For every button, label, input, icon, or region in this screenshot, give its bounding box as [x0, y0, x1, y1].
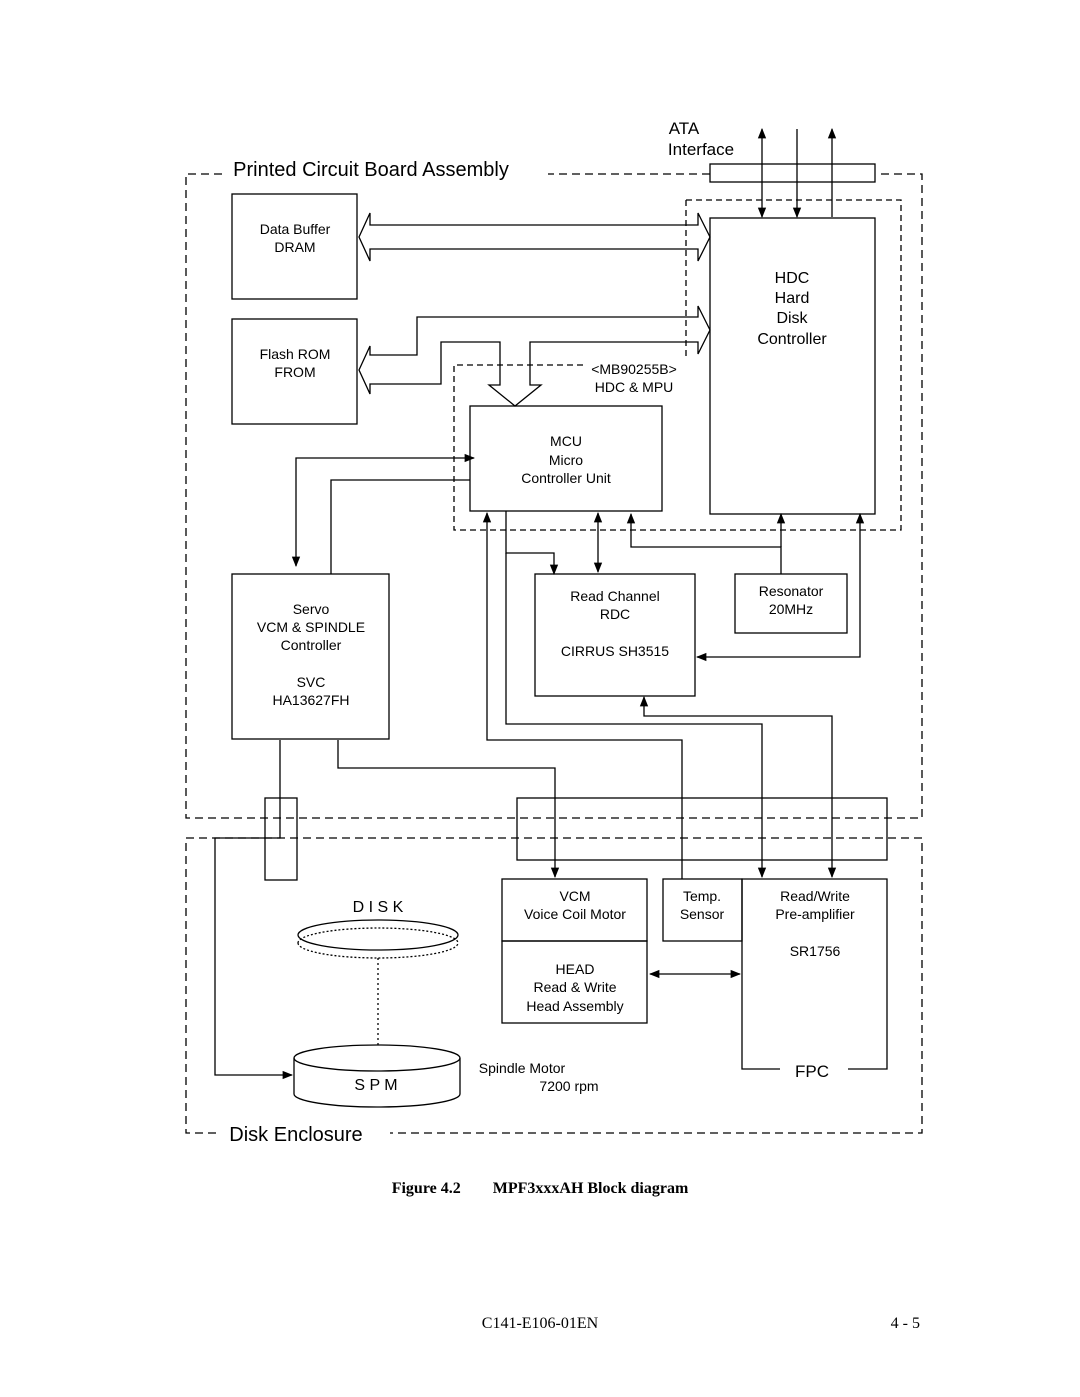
preamp-fpc-outline: [741, 878, 888, 1070]
hdc-label-1: HDC: [775, 270, 810, 287]
servo-label-1: Servo: [293, 601, 330, 617]
fpc-label: FPC: [795, 1062, 829, 1081]
mb-label-2: HDC & MPU: [595, 379, 674, 395]
servo-label-3: Controller: [281, 637, 342, 653]
servo-label-5: SVC: [297, 674, 326, 690]
temp-label-1: Temp.: [683, 888, 721, 904]
enclosure-title: Disk Enclosure: [229, 1124, 362, 1146]
mcu-label-3: Controller Unit: [521, 470, 611, 486]
pcba-title: Printed Circuit Board Assembly: [233, 159, 509, 181]
flash-label-1: Flash ROM: [260, 346, 331, 362]
vcm-label-1: VCM: [559, 888, 590, 904]
resonator-label-2: 20MHz: [769, 601, 813, 617]
temp-label-2: Sensor: [680, 906, 725, 922]
figure-number: Figure 4.2: [391, 1180, 461, 1197]
rc-label-4: CIRRUS SH3515: [561, 643, 669, 659]
preamp-label-4: SR1756: [790, 943, 841, 959]
ata-label: ATA: [669, 119, 700, 138]
servo-block: [231, 573, 390, 740]
hdc-label-4: Controller: [757, 331, 827, 348]
interface-label: Interface: [668, 140, 734, 159]
disk-label: D I S K: [353, 899, 404, 916]
flash-label-2: FROM: [274, 364, 315, 380]
preamp-label-1: Read/Write: [780, 888, 850, 904]
document-id: C141-E106-01EN: [481, 1315, 599, 1332]
head-label-3: Head Assembly: [526, 998, 623, 1014]
hdc-block: [709, 217, 876, 515]
spm-motor: [293, 1058, 461, 1108]
head-label-2: Read & Write: [534, 979, 617, 995]
dram-hdc-bus: [358, 212, 711, 262]
pcb-connector-left: [264, 797, 298, 881]
figure-title: MPF3xxxAH Block diagram: [492, 1180, 689, 1197]
mcu-label-2: Micro: [549, 452, 583, 468]
dram-block: [231, 193, 358, 300]
read-channel-block: [534, 573, 696, 697]
spm-label: S P M: [354, 1077, 397, 1094]
ata-connector: [709, 163, 876, 183]
flash-rom-block: [231, 318, 358, 425]
vcm-label-2: Voice Coil Motor: [524, 906, 626, 922]
mcu-label-1: MCU: [550, 433, 582, 449]
head-label-1: HEAD: [556, 961, 595, 977]
servo-label-2: VCM & SPINDLE: [257, 619, 365, 635]
figure-caption: Figure 4.2 MPF3xxxAH Block diagram: [0, 1180, 1080, 1198]
dram-label-1: Data Buffer: [260, 221, 331, 237]
page-number: 4 - 5: [890, 1315, 920, 1332]
flash-bus: [358, 305, 711, 407]
head-block: [501, 940, 648, 1024]
pcba-boundary: [185, 173, 923, 819]
enclosure-boundary: [185, 837, 923, 1134]
rc-label-2: RDC: [600, 606, 630, 622]
dram-label-2: DRAM: [274, 239, 315, 255]
resonator-label-1: Resonator: [759, 583, 824, 599]
preamp-label-2: Pre-amplifier: [775, 906, 855, 922]
hdc-label-3: Disk: [776, 310, 808, 327]
rc-label-1: Read Channel: [570, 588, 660, 604]
mb-label-1: <MB90255B>: [591, 361, 677, 377]
servo-label-6: HA13627FH: [272, 692, 349, 708]
hdc-label-2: Hard: [775, 290, 810, 307]
spindle-label-1: Spindle Motor: [479, 1060, 566, 1076]
spindle-label-2: 7200 rpm: [539, 1078, 598, 1094]
disk-platter: [297, 919, 459, 951]
